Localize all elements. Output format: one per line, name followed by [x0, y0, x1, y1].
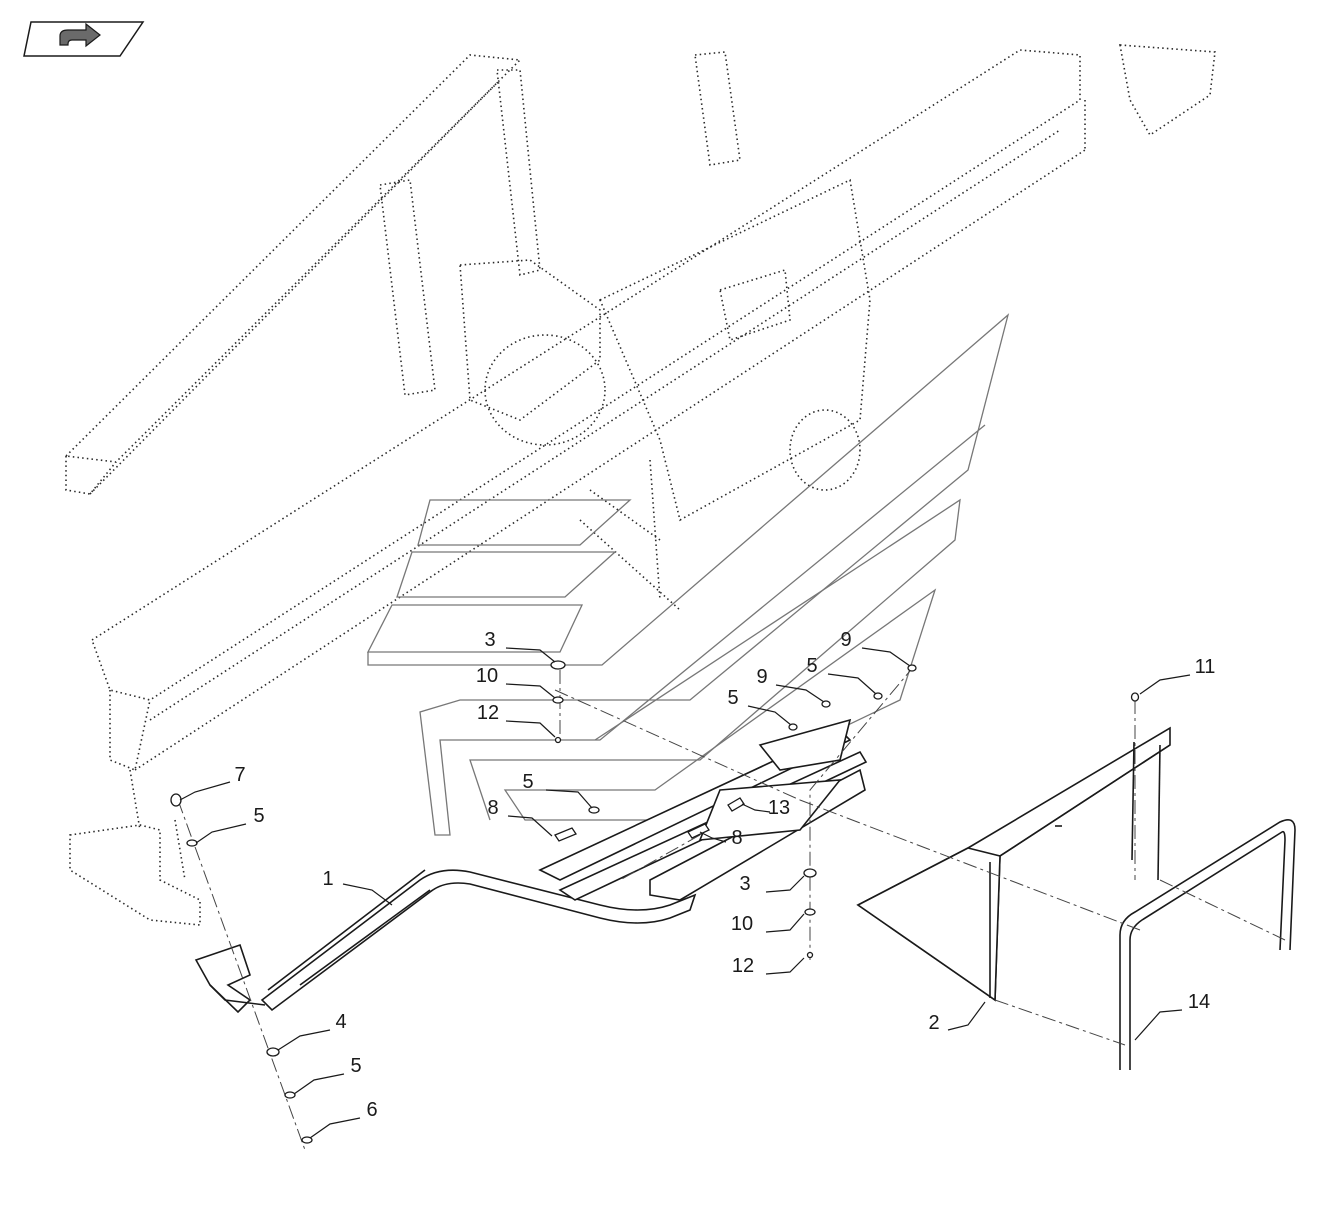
- shield-box-part-2[interactable]: [856, 726, 1171, 1002]
- callout-c5a: 5: [253, 805, 264, 827]
- callout-c5d: 5: [806, 655, 817, 677]
- callout-c2: 2: [928, 1012, 939, 1034]
- callout-c5e: 5: [727, 687, 738, 709]
- callout-c11: 11: [1195, 656, 1216, 678]
- callout-leaders: [179, 647, 1191, 1139]
- assembly-centerlines: [177, 664, 1286, 1151]
- callout-c14: 14: [1188, 991, 1210, 1013]
- chassis-frame-ghost: [64, 44, 1216, 926]
- callout-c6: 6: [366, 1099, 377, 1121]
- callout-c7: 7: [234, 764, 245, 786]
- callout-c10b: 10: [731, 913, 753, 935]
- u-bar-part-14[interactable]: [1119, 819, 1296, 1070]
- callout-c4: 4: [335, 1011, 346, 1033]
- callout-c3a: 3: [484, 629, 495, 651]
- callout-c5c: 5: [350, 1055, 361, 1077]
- callout-c8a: 8: [487, 797, 498, 819]
- shield-plates-ghost: [366, 313, 1010, 836]
- callout-c12a: 12: [477, 702, 499, 724]
- return-arrow-icon[interactable]: [23, 21, 145, 57]
- hardware-items: [170, 660, 1140, 1144]
- callout-c12b: 12: [732, 955, 754, 977]
- support-frame-part-1[interactable]: [194, 718, 868, 1014]
- callout-c3b: 3: [739, 873, 750, 895]
- callout-c13: 13: [768, 797, 790, 819]
- callout-c5b: 5: [522, 771, 533, 793]
- callout-c9a: 9: [840, 629, 851, 651]
- callout-c9b: 9: [756, 666, 767, 688]
- callout-c8b: 8: [731, 827, 742, 849]
- callout-c1: 1: [322, 868, 333, 890]
- callout-c10a: 10: [476, 665, 498, 687]
